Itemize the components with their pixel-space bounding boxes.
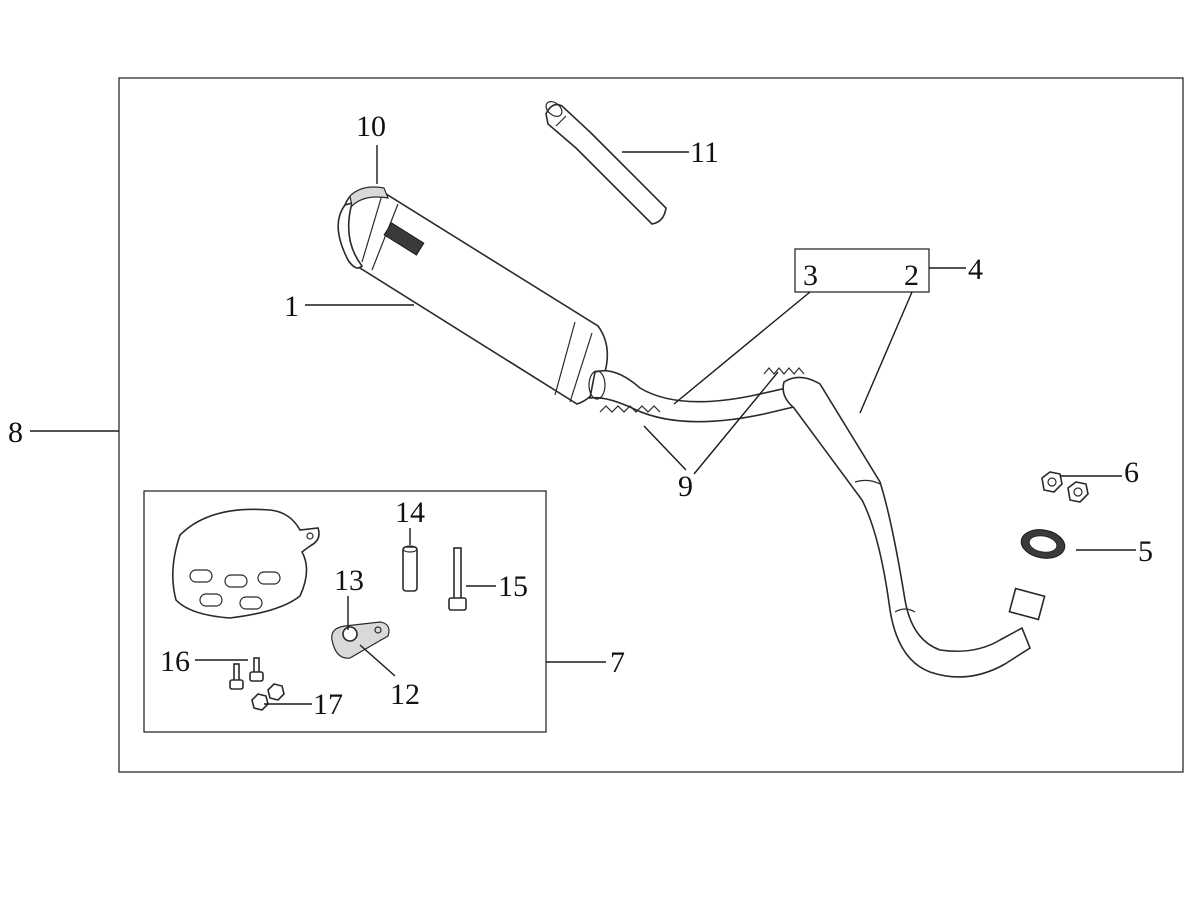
callout-11: 11: [690, 136, 719, 169]
gasket-part: [1020, 529, 1066, 559]
end-cap-part: [349, 186, 389, 208]
callout-2: 2: [904, 259, 919, 292]
callout-4: 4: [968, 253, 983, 286]
muffler-clamp-part: [172, 508, 320, 619]
callout-15: 15: [498, 570, 528, 603]
nut-parts: [1041, 471, 1089, 503]
callout-3: 3: [803, 259, 818, 292]
callout-6: 6: [1124, 456, 1139, 489]
spark-arrestor-part: [545, 101, 667, 225]
leader-lines: [30, 145, 1136, 705]
callout-16: 16: [160, 645, 190, 678]
callout-7: 7: [610, 646, 625, 679]
callout-1: 1: [284, 290, 299, 323]
callout-17: 17: [313, 688, 343, 721]
callout-8: 8: [8, 416, 23, 449]
bracket-kit-frame: [143, 490, 547, 733]
pipe-group-box: [794, 248, 930, 293]
callout-labels: 8 1 10 11 3 2 4 9 6 5 7 13 12 14 15 16 1…: [8, 110, 1153, 721]
muffler-part: [337, 187, 609, 405]
callout-14: 14: [395, 496, 425, 529]
callout-10: 10: [356, 110, 386, 143]
callout-9: 9: [678, 470, 693, 503]
callout-12: 12: [390, 678, 420, 711]
callout-5: 5: [1138, 535, 1153, 568]
assembly-frame: [118, 77, 1184, 773]
callout-13: 13: [334, 564, 364, 597]
spacer-part: [402, 545, 418, 592]
head-pipe-part: [782, 376, 1046, 678]
spring-parts: [599, 367, 805, 413]
bracket-plate-part: [331, 621, 390, 659]
small-bolt-parts: [229, 657, 264, 690]
long-bolt-part: [448, 547, 467, 611]
small-nut-parts: [251, 683, 285, 711]
